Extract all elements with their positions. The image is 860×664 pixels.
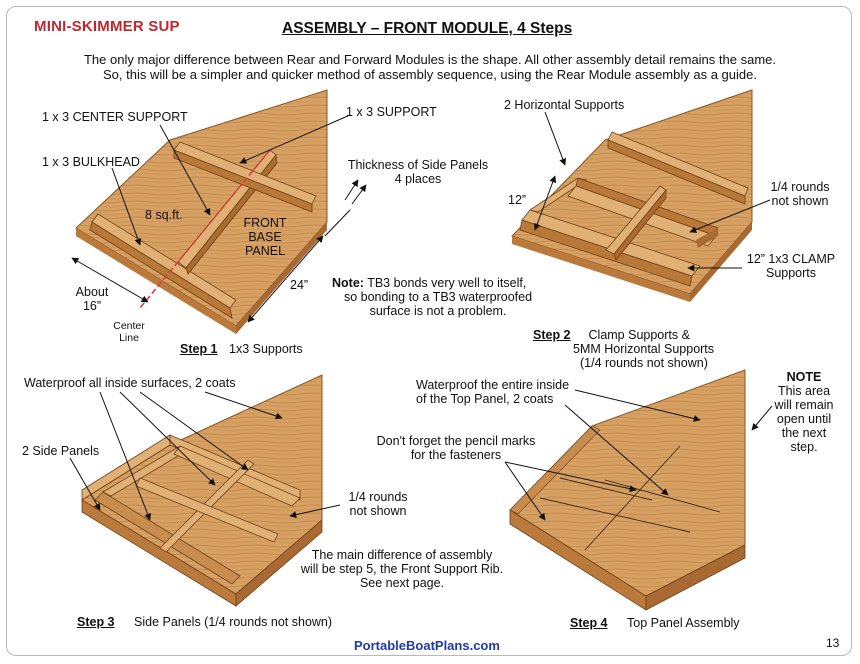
page-frame bbox=[6, 6, 852, 656]
label-1x3-support: 1 x 3 SUPPORT bbox=[346, 105, 437, 119]
step4-caption: Step 4 Top Panel Assembly bbox=[570, 616, 740, 630]
label-front-base-panel: FRONT BASE PANEL bbox=[243, 216, 287, 258]
label-area: 8 sq.ft. bbox=[145, 208, 183, 222]
note-tb3: Note: TB3 bonds very well to itself, so … bbox=[332, 276, 533, 318]
label-thickness-side-panels: Thickness of Side Panels 4 places bbox=[347, 158, 489, 186]
step3-drawing bbox=[69, 374, 341, 607]
step2-drawing bbox=[511, 89, 771, 302]
page-title: ASSEMBLY – FRONT MODULE, 4 Steps bbox=[282, 20, 573, 37]
label-pencil-marks: Don't forget the pencil marks for the fa… bbox=[376, 434, 536, 462]
label-waterproof-inside: Waterproof all inside surfaces, 2 coats bbox=[24, 376, 236, 390]
label-12-inch: 12” bbox=[508, 193, 527, 207]
label-horizontal-supports: 2 Horizontal Supports bbox=[504, 98, 625, 112]
main-difference-note: The main difference of assembly will be … bbox=[300, 548, 504, 590]
intro-line-2: So, this will be a simpler and quicker m… bbox=[103, 67, 757, 82]
label-about-16: About 16” bbox=[75, 285, 109, 313]
intro-line-1: The only major difference between Rear a… bbox=[83, 52, 776, 67]
label-bulkhead: 1 x 3 BULKHEAD bbox=[42, 155, 140, 169]
note-open-area: NOTE This area will remain open until th… bbox=[774, 370, 834, 454]
label-side-panels: 2 Side Panels bbox=[22, 444, 100, 458]
label-clamp-supports: 12” 1x3 CLAMP Supports bbox=[746, 252, 836, 280]
label-step2-rounds: 1/4 rounds not shown bbox=[770, 180, 830, 208]
site-link[interactable]: PortableBoatPlans.com bbox=[354, 638, 500, 653]
label-step3-rounds: 1/4 rounds not shown bbox=[348, 490, 408, 518]
brand-logo-text: MINI-SKIMMER SUP bbox=[34, 18, 180, 35]
label-waterproof-top-panel: Waterproof the entire inside of the Top … bbox=[416, 378, 570, 406]
step4-drawing bbox=[504, 369, 773, 611]
step1-drawing bbox=[71, 89, 367, 334]
step3-caption: Step 3 Side Panels (1/4 rounds not shown… bbox=[77, 615, 333, 629]
label-center-support: 1 x 3 CENTER SUPPORT bbox=[42, 110, 188, 124]
label-24-inch: 24” bbox=[290, 278, 309, 292]
label-center-line: Center Line bbox=[113, 320, 145, 344]
page-number: 13 bbox=[826, 636, 840, 650]
step1-caption: Step 1 1x3 Supports bbox=[180, 342, 303, 356]
